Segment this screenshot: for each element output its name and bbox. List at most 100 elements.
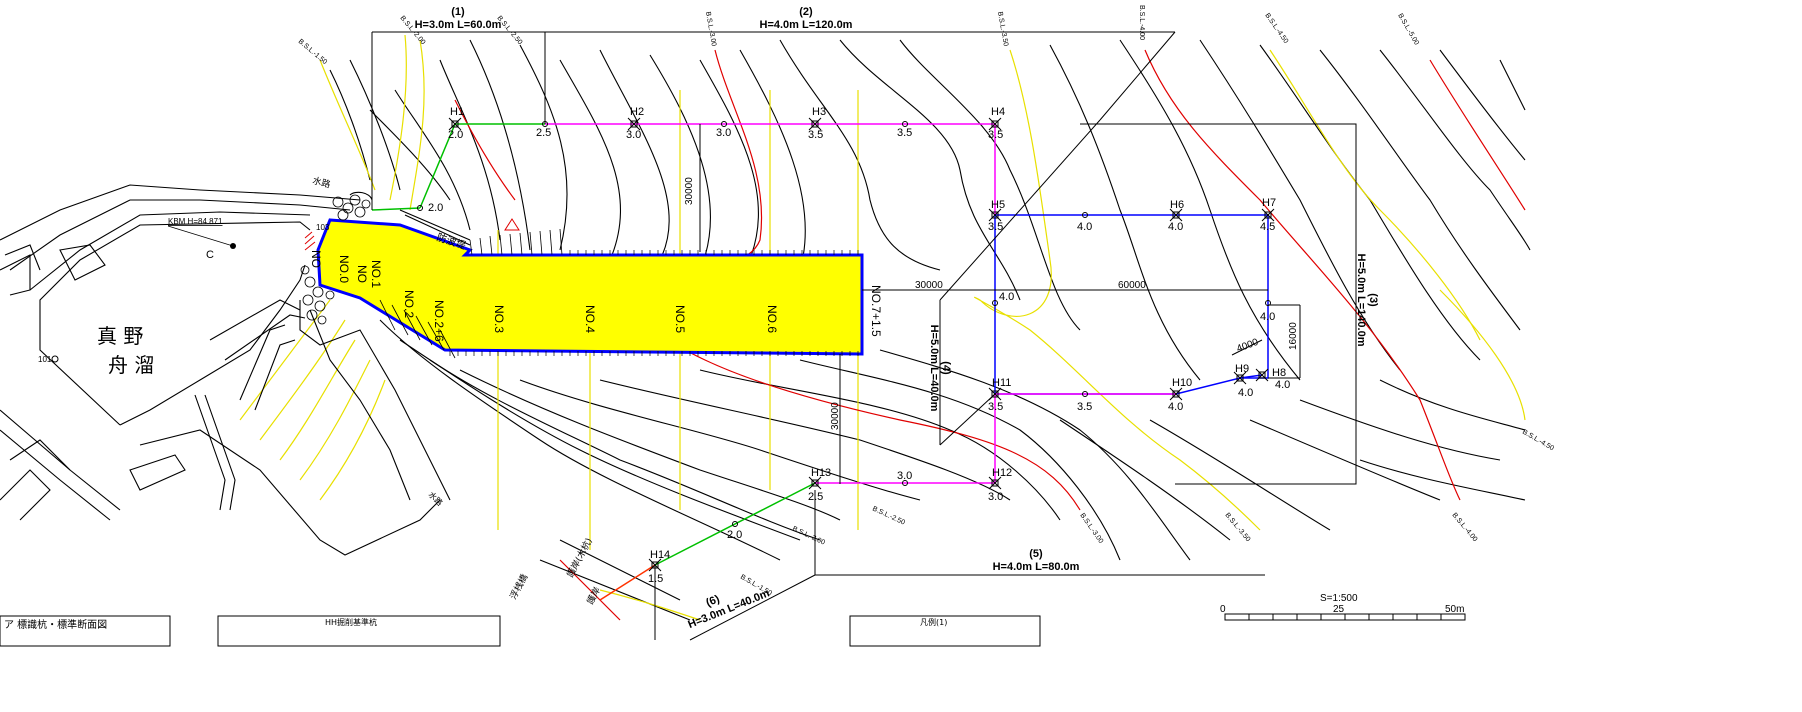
pt-h7-id: H7 <box>1262 197 1276 209</box>
dredging-area <box>316 218 864 359</box>
dim-b: 30000 <box>830 402 841 430</box>
station-no7: NO.7+1.5 <box>869 285 883 337</box>
survey-point-cross <box>448 117 462 131</box>
station-no0: NO.0 <box>337 255 351 283</box>
dim-a: 30000 <box>684 177 695 205</box>
station-no1: NO.1 <box>369 260 383 288</box>
survey-point-cross <box>1233 371 1247 385</box>
survey-point-icon <box>991 211 999 219</box>
station-no3: NO.3 <box>492 305 506 333</box>
scale-bar: S=1:500 0 25 50m <box>1220 593 1466 621</box>
sec6-num: (6) <box>704 593 721 609</box>
pt-h4-id: H4 <box>991 106 1005 118</box>
survey-point-icon <box>991 479 999 487</box>
marker-103: 103 <box>316 223 330 232</box>
survey-point-icon <box>811 120 819 128</box>
box2-label: HH掘削基準杭 <box>325 617 377 627</box>
pt-h14-d: 1.5 <box>648 573 663 585</box>
survey-point-cross <box>1169 208 1183 222</box>
pt-h11-d: 3.5 <box>988 401 1003 413</box>
station-no4: NO.4 <box>583 305 597 333</box>
sec1-spec: H=3.0m L=60.0m <box>415 19 502 31</box>
scale-title: S=1:500 <box>1320 593 1358 604</box>
station-no-b: NO <box>309 250 323 268</box>
sec4-spec: H=5.0m L=40.0m <box>928 325 940 412</box>
place-line1: 真 野 <box>97 324 143 348</box>
survey-point-cross <box>808 476 822 490</box>
box1-label: ア 標識杭・標準断面図 <box>4 618 107 631</box>
red-hatch <box>304 231 316 251</box>
intermediate-depths: 2.5 3.0 3.5 2.0 4.0 4.0 4.0 3.5 3.0 2.0 <box>428 127 1275 541</box>
bathymetric-contours <box>329 39 1531 621</box>
survey-point-icon <box>811 479 819 487</box>
survey-point-icon <box>1258 371 1266 379</box>
station-no-a: NO <box>355 265 369 283</box>
survey-point-icon <box>991 390 999 398</box>
sec3-num: (3) <box>1367 293 1379 307</box>
depth-b: 3.0 <box>716 127 731 139</box>
survey-point-cross <box>1261 208 1275 222</box>
line-red-bottom <box>599 564 656 601</box>
sec2-spec: H=4.0m L=120.0m <box>760 19 853 31</box>
rubble <box>300 194 371 325</box>
dim-d: 60000 <box>1118 280 1146 291</box>
point-labels: H1 2.0 H2 3.0 H3 3.5 H4 3.5 H5 3.5 H6 4.… <box>448 106 1290 585</box>
pt-h9-d: 4.0 <box>1238 387 1253 399</box>
line-green-h1 <box>419 123 456 209</box>
survey-point-cross <box>808 117 822 131</box>
pt-h3-d: 3.5 <box>808 129 823 141</box>
pt-h5-d: 3.5 <box>988 221 1003 233</box>
scale-tick-0: 0 <box>1220 604 1226 615</box>
depth-j: 2.0 <box>727 529 742 541</box>
survey-point-cross <box>1255 368 1269 382</box>
station-no6: NO.6 <box>765 305 779 333</box>
box3-label: 凡例(1) <box>920 617 947 627</box>
station-no2-6: NO.2+6 <box>432 300 446 342</box>
pt-h14-id: H14 <box>650 549 670 561</box>
line-h9-h8 <box>1239 374 1263 379</box>
station-no5: NO.5 <box>673 305 687 333</box>
survey-point-icon <box>1172 211 1180 219</box>
survey-point-icon <box>1172 390 1180 398</box>
survey-point-cross <box>988 387 1002 401</box>
pt-h1-d: 2.0 <box>448 129 463 141</box>
survey-point-markers <box>417 117 1275 572</box>
sec4-num: (4) <box>940 361 952 375</box>
section-labels: (1) H=3.0m L=60.0m (2) H=4.0m L=120.0m (… <box>415 6 1379 631</box>
pt-h9-id: H9 <box>1235 363 1249 375</box>
depth-g: 4.0 <box>1260 311 1275 323</box>
survey-point-cross <box>627 117 641 131</box>
pt-h10-id: H10 <box>1172 377 1192 389</box>
depth-e: 4.0 <box>1077 221 1092 233</box>
pt-h11-id: H11 <box>992 377 1011 389</box>
sec3-spec: H=5.0m L=140.0m <box>1355 254 1367 347</box>
dim-e: 16000 <box>1288 322 1299 350</box>
pt-h2-id: H2 <box>630 106 644 118</box>
pt-h5-id: H5 <box>991 199 1005 211</box>
depth-f: 4.0 <box>999 291 1014 303</box>
survey-point-icon <box>1236 374 1244 382</box>
pt-h10-d: 4.0 <box>1168 401 1183 413</box>
scale-tick-50: 50m <box>1445 604 1464 615</box>
line-green-bottom <box>654 482 816 566</box>
survey-point-icon <box>451 120 459 128</box>
pt-h8-d: 4.0 <box>1275 379 1290 391</box>
dim-c: 30000 <box>915 280 943 291</box>
survey-point-cross <box>988 208 1002 222</box>
pt-h13-id: H13 <box>811 467 831 479</box>
pt-h4-d: 3.5 <box>988 129 1003 141</box>
survey-point-icon <box>651 561 659 569</box>
harbour-structures <box>0 184 471 556</box>
scale-tick-25: 25 <box>1333 604 1345 615</box>
pt-h12-d: 3.0 <box>988 491 1003 503</box>
pt-h13-d: 2.5 <box>808 491 823 503</box>
survey-point-cross <box>988 476 1002 490</box>
sec1-num: (1) <box>451 6 465 18</box>
depth-i: 3.0 <box>897 470 912 482</box>
depth-a: 2.5 <box>536 127 551 139</box>
survey-point-cross <box>648 558 662 572</box>
survey-point-icon <box>991 120 999 128</box>
sec2-num: (2) <box>799 6 813 18</box>
depth-c: 3.5 <box>897 127 912 139</box>
